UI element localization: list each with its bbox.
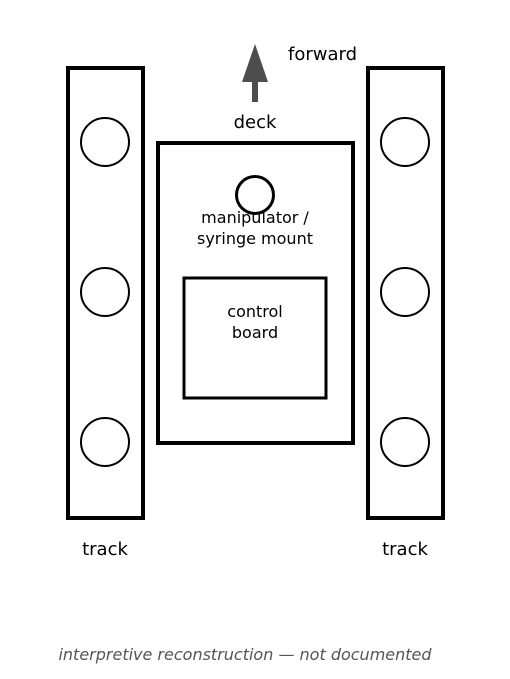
left-track-wheel-top xyxy=(80,117,130,167)
right-track-wheel-top xyxy=(380,117,430,167)
deck-body xyxy=(156,141,355,445)
manipulator-mount-label-line1: manipulator / xyxy=(201,208,309,227)
left-track-wheel-middle xyxy=(80,267,130,317)
right-track-body xyxy=(366,66,445,520)
control-board-label-line2: board xyxy=(232,323,278,342)
right-track xyxy=(366,66,445,520)
left-track-label: track xyxy=(82,539,128,560)
right-track-wheel-middle xyxy=(380,267,430,317)
forward-arrow-head xyxy=(242,44,268,82)
deck-label: deck xyxy=(234,112,277,133)
right-track-wheel-bottom xyxy=(380,417,430,467)
manipulator-mount-circle xyxy=(235,175,275,215)
forward-label: forward xyxy=(288,44,357,65)
control-board-box xyxy=(182,276,328,400)
deck: manipulator / syringe mount control boar… xyxy=(156,141,355,445)
right-track-label: track xyxy=(382,539,428,560)
forward-arrow-shaft xyxy=(252,78,258,102)
forward-arrow xyxy=(242,44,268,102)
control-board-label-line1: control xyxy=(227,302,282,321)
left-track-body xyxy=(66,66,145,520)
left-track xyxy=(66,66,145,520)
left-track-wheel-bottom xyxy=(80,417,130,467)
manipulator-mount-label-line2: syringe mount xyxy=(197,229,313,248)
diagram-caption: interpretive reconstruction — not docume… xyxy=(58,645,432,664)
